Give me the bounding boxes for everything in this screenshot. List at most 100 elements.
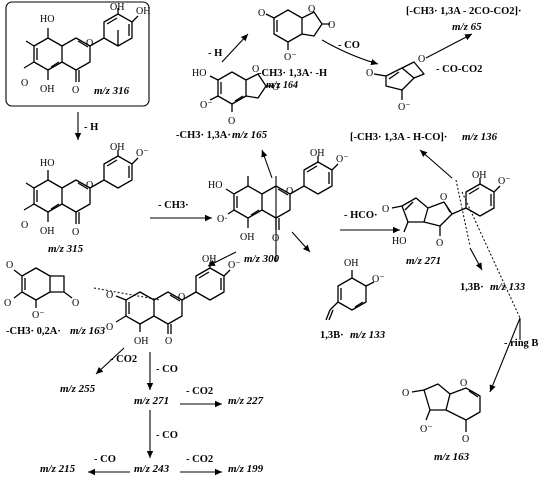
frag-136-desc: [-CH3· 1,3A - H-CO]· bbox=[350, 132, 447, 143]
lower-carbonyl: O bbox=[165, 336, 172, 347]
ion-163-right-label: m/z 163 bbox=[434, 451, 470, 463]
ion-271-bottom-label: m/z 271 bbox=[134, 395, 169, 407]
arrow-300-to-133 bbox=[291, 231, 311, 253]
ion315-ring-o: O bbox=[86, 180, 93, 191]
ion271-oh3p: OH bbox=[472, 170, 486, 181]
ion163l-o-top: O bbox=[6, 260, 13, 271]
ion315-oh5: OH bbox=[40, 226, 54, 237]
ion300-oh5: OH bbox=[240, 232, 254, 243]
ion133-om: O⁻ bbox=[372, 274, 385, 285]
ion271-ring-o: O bbox=[440, 192, 447, 203]
ion-163-right-structure: O O O⁻ O bbox=[402, 378, 481, 445]
ion300-o-radical: O· bbox=[217, 214, 228, 225]
parent-oh-4p: OH bbox=[136, 6, 150, 17]
ion165-oh: HO bbox=[192, 68, 206, 79]
ion165-o-bottom: O bbox=[228, 116, 235, 127]
arrow-300-to-163b bbox=[207, 251, 237, 267]
loss-co-b: - CO bbox=[156, 430, 178, 441]
ion-215-label: m/z 215 bbox=[40, 463, 76, 475]
ion163r-ring-o: O bbox=[460, 378, 467, 389]
arrow-to-255 bbox=[95, 347, 125, 375]
ion300-oh3p: OH bbox=[310, 148, 324, 159]
loss-co2-a: - CO2 bbox=[110, 354, 137, 365]
ion271-ho: HO bbox=[392, 236, 406, 247]
ion165-o-keto: O bbox=[272, 82, 279, 93]
ion133-oh: OH bbox=[344, 258, 358, 269]
ion165-o-ring: O bbox=[252, 64, 259, 75]
ion315-o4p: O⁻ bbox=[136, 148, 149, 159]
ion271-o-bottom: O bbox=[436, 238, 443, 249]
ion163l-om: O⁻ bbox=[32, 310, 45, 321]
arrow-165-to-164 bbox=[221, 33, 249, 63]
parent-box bbox=[5, 1, 150, 107]
ion-243-label: m/z 243 bbox=[134, 463, 170, 475]
ion136-om: O⁻ bbox=[398, 102, 411, 113]
loss-co2-c: - CO2 bbox=[186, 454, 213, 465]
ion136-o-keto: O bbox=[366, 68, 373, 79]
ion-165-label: m/z 165 bbox=[232, 129, 268, 141]
arrow-164-to-136 bbox=[321, 39, 379, 66]
lower-ring-o: O bbox=[178, 292, 185, 303]
lower-oh: OH bbox=[134, 336, 148, 347]
frag-164-desc: -CH3· 1,3A· -H bbox=[258, 68, 327, 79]
arrow-271-to-136 bbox=[419, 149, 453, 179]
parent-structure: O HO OH O O OH OH m/z 316 bbox=[5, 1, 150, 107]
ion163r-o-keto: O bbox=[402, 388, 409, 399]
ion-133-mid-label: m/z 133 bbox=[350, 329, 386, 341]
cleavage-dash-271-a bbox=[455, 179, 471, 247]
parent-methoxy-symbol: O bbox=[21, 78, 28, 89]
parent-carbonyl-o: O bbox=[72, 85, 79, 96]
ion163l-o-left: O bbox=[4, 298, 11, 309]
loss-h-b: - H bbox=[208, 48, 222, 59]
ion164-o-keto: O bbox=[328, 20, 335, 31]
frag-65-desc: [-CH3· 1,3A - 2CO-CO2]· bbox=[406, 6, 522, 17]
loss-co-c: - CO bbox=[94, 454, 116, 465]
ion-lower-structure: O O OH O O OH O⁻ bbox=[106, 254, 241, 347]
ion-164-label: m/z 164 bbox=[266, 80, 298, 91]
ion-271-top-label: m/z 271 bbox=[406, 255, 441, 267]
lower-oh3p: OH bbox=[202, 254, 216, 265]
ion-315-label: m/z 315 bbox=[48, 243, 84, 255]
lower-o-left: O bbox=[106, 322, 113, 333]
loss-co-top: - CO bbox=[338, 40, 360, 51]
ion271-o-keto: O bbox=[382, 204, 389, 215]
ion136-o-ring: O bbox=[418, 54, 425, 65]
ion300-ring-o: O bbox=[286, 186, 293, 197]
parent-ring-o: O bbox=[86, 38, 93, 49]
arrow-300-to-165 bbox=[261, 149, 273, 179]
ion-164-structure: O O O O⁻ bbox=[258, 4, 335, 63]
loss-h-a: - H bbox=[84, 122, 98, 133]
ion-133-mid-structure: OH O⁻ bbox=[325, 258, 385, 321]
ion164-om: O⁻ bbox=[284, 52, 297, 63]
loss-hco: - HCO· bbox=[344, 210, 378, 221]
ion163l-o-keto: O bbox=[72, 298, 79, 309]
ion315-carbonyl: O bbox=[72, 227, 79, 238]
ion-315-structure: O HO OH O O OH O⁻ bbox=[21, 142, 149, 238]
ion271-o4p: O⁻ bbox=[498, 176, 511, 187]
arrow-271-to-163 bbox=[489, 317, 521, 393]
frag-163-left-desc: -CH3· 0,2A· bbox=[6, 326, 61, 337]
arrow-271-to-133 bbox=[469, 247, 483, 271]
loss-co2-b: - CO2 bbox=[186, 386, 213, 397]
ion163r-o-bottom: O bbox=[462, 434, 469, 445]
lower-o-top: O bbox=[106, 290, 113, 301]
ion300-oh7: HO bbox=[208, 180, 222, 191]
ion-136-label: m/z 136 bbox=[462, 131, 498, 143]
frag-165-desc: -CH3· 1,3A· bbox=[176, 130, 231, 141]
ion-136-structure: O O O⁻ bbox=[366, 54, 425, 113]
ion164-o-ring: O bbox=[308, 4, 315, 15]
ion-300-label: m/z 300 bbox=[244, 253, 280, 265]
ion-133-right-label: m/z 133 bbox=[490, 281, 526, 293]
ion315-methoxy: O bbox=[21, 220, 28, 231]
ion-199-label: m/z 199 bbox=[228, 463, 264, 475]
ion164-o-top: O bbox=[258, 8, 265, 19]
ion300-o4p: O⁻ bbox=[336, 154, 349, 165]
arrow-136-to-65 bbox=[425, 33, 473, 59]
cleavage-dash-163 bbox=[93, 287, 161, 301]
ion-65-label: m/z 65 bbox=[452, 21, 482, 33]
ion-227-label: m/z 227 bbox=[228, 395, 264, 407]
ion315-oh3p: OH bbox=[110, 142, 124, 153]
parent-oh-5: OH bbox=[40, 84, 54, 95]
parent-mz-label: m/z 316 bbox=[94, 85, 130, 97]
